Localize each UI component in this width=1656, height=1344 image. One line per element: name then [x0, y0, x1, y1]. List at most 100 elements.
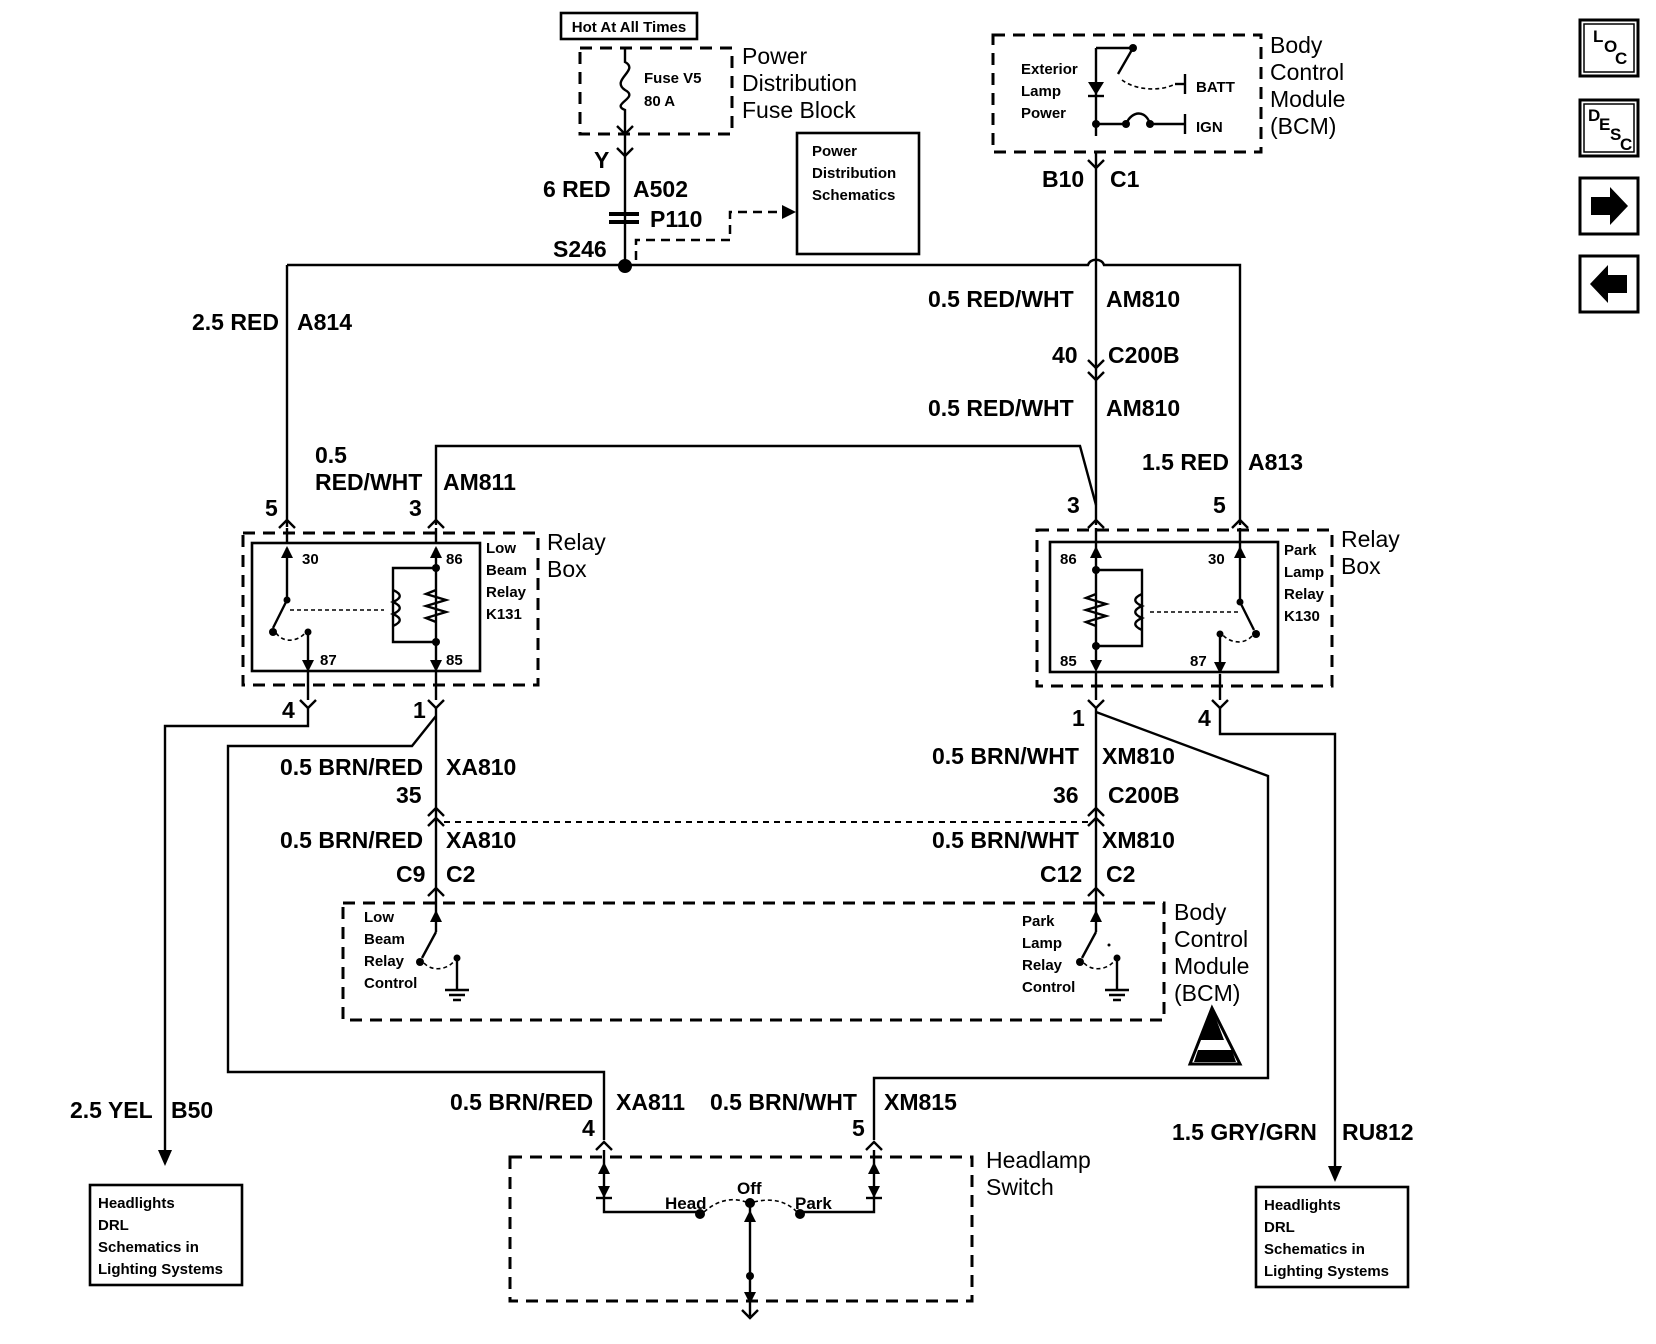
svg-text:Box: Box — [547, 556, 587, 582]
svg-text:Head: Head — [665, 1194, 707, 1213]
connector-c1-label: C1 — [1110, 166, 1140, 192]
svg-text:Module: Module — [1174, 953, 1249, 979]
circuit-a813-label: A813 — [1248, 449, 1303, 475]
svg-text:5: 5 — [265, 495, 278, 521]
svg-text:Fuse V5: Fuse V5 — [644, 70, 702, 87]
hot-at-all-times-label: Hot At All Times — [559, 11, 699, 41]
svg-text:DRL: DRL — [98, 1217, 129, 1234]
svg-text:3: 3 — [1067, 492, 1080, 518]
svg-text:5: 5 — [1213, 492, 1226, 518]
svg-text:Headlamp: Headlamp — [986, 1147, 1091, 1173]
svg-text:4: 4 — [282, 697, 295, 723]
next-page-button[interactable] — [1578, 176, 1640, 236]
svg-text:Power: Power — [742, 43, 808, 69]
prev-page-button[interactable] — [1578, 254, 1640, 314]
park-lamp-relay-k130: 3 5 86 85 30 87 Park Lamp Relay K130 Rel — [1035, 492, 1400, 731]
svg-text:0.5 BRN/RED: 0.5 BRN/RED — [450, 1089, 593, 1115]
splice-s246-label: S246 — [553, 236, 607, 262]
svg-text:Park: Park — [795, 1194, 832, 1213]
svg-text:Headlights: Headlights — [98, 1195, 175, 1212]
svg-text:87: 87 — [320, 652, 337, 669]
wire-am810-gauge: 0.5 RED/WHT — [928, 286, 1074, 312]
svg-text:86: 86 — [1060, 551, 1077, 568]
svg-text:Relay: Relay — [1284, 586, 1325, 603]
left-arrow-icon — [1590, 265, 1627, 303]
svg-text:Module: Module — [1270, 86, 1345, 112]
headlights-drl-ref-left[interactable]: Headlights DRL Schematics in Lighting Sy… — [88, 1183, 244, 1287]
svg-text:Body: Body — [1174, 899, 1227, 925]
bcm-exterior-lamp-power: Exterior Lamp Power BATT IGN Body Contro… — [991, 32, 1345, 154]
wire-am810-gauge-2: 0.5 RED/WHT — [928, 395, 1074, 421]
svg-text:Distribution: Distribution — [742, 70, 857, 96]
circuit-xa810-label: XA810 — [446, 754, 516, 780]
svg-text:Box: Box — [1341, 553, 1381, 579]
svg-text:Switch: Switch — [986, 1174, 1054, 1200]
svg-text:BATT: BATT — [1196, 79, 1235, 96]
svg-text:Beam: Beam — [364, 931, 405, 948]
svg-text:85: 85 — [446, 652, 463, 669]
headlamp-switch: 0.5 BRN/RED XA811 0.5 BRN/WHT XM815 4 5 … — [450, 1089, 1091, 1320]
loc-button[interactable]: L O C — [1578, 18, 1640, 78]
svg-text:P110: P110 — [650, 206, 702, 232]
svg-text:D: D — [1588, 106, 1600, 125]
right-arrow-icon — [1591, 187, 1628, 225]
wire-am811-gauge-1: 0.5 — [315, 442, 347, 468]
svg-text:E: E — [1599, 115, 1610, 134]
connector-c2-left: C2 — [446, 861, 475, 887]
svg-text:Schematics: Schematics — [812, 187, 895, 204]
svg-text:1: 1 — [413, 697, 426, 723]
desc-button[interactable]: D E S C — [1578, 98, 1640, 158]
svg-text:XM815: XM815 — [884, 1089, 957, 1115]
svg-text:C: C — [1620, 135, 1632, 154]
svg-text:Exterior: Exterior — [1021, 61, 1078, 78]
wire-xa810-gauge-2: 0.5 BRN/RED — [280, 827, 423, 853]
svg-text:Schematics in: Schematics in — [1264, 1241, 1365, 1258]
svg-text:Power: Power — [812, 143, 857, 160]
svg-text:Distribution: Distribution — [812, 165, 896, 182]
svg-text:Hot At All Times: Hot At All Times — [572, 19, 686, 36]
power-distribution-fuse-block: Fuse V5 80 A Power Distribution Fuse Blo… — [578, 43, 857, 136]
pin-b10-label: B10 — [1042, 166, 1084, 192]
circuit-xa810-label-2: XA810 — [446, 827, 516, 853]
svg-text:S: S — [1610, 125, 1621, 144]
pin-36-label: 36 — [1053, 782, 1079, 808]
svg-text:Control: Control — [1022, 979, 1075, 996]
circuit-a814-label: A814 — [297, 309, 352, 335]
svg-text:Control: Control — [1270, 59, 1344, 85]
wire-b50-gauge: 2.5 YEL — [70, 1097, 153, 1123]
headlights-drl-ref-right[interactable]: Headlights DRL Schematics in Lighting Sy… — [1254, 1185, 1410, 1289]
svg-text:Control: Control — [364, 975, 417, 992]
power-distribution-schematics-ref[interactable]: Power Distribution Schematics — [795, 131, 921, 256]
svg-text:(BCM): (BCM) — [1174, 980, 1240, 1006]
connector-c200b-top: C200B — [1108, 342, 1180, 368]
svg-text:Park: Park — [1284, 542, 1317, 559]
circuit-xm810-label-2: XM810 — [1102, 827, 1175, 853]
circuit-am811-label: AM811 — [443, 469, 516, 495]
circuit-xm810-label: XM810 — [1102, 743, 1175, 769]
connector-y-label: Y — [594, 147, 609, 173]
pin-c12-label: C12 — [1040, 861, 1082, 887]
svg-text:Relay: Relay — [486, 584, 527, 601]
svg-text:DRL: DRL — [1264, 1219, 1295, 1236]
svg-text:86: 86 — [446, 551, 463, 568]
wire-a813-gauge: 1.5 RED — [1142, 449, 1229, 475]
connector-c2-right: C2 — [1106, 861, 1135, 887]
wire-a814-gauge: 2.5 RED — [192, 309, 279, 335]
svg-text:IGN: IGN — [1196, 119, 1223, 136]
svg-text:L: L — [1593, 27, 1603, 46]
wire-xa810-gauge: 0.5 BRN/RED — [280, 754, 423, 780]
svg-text:Relay: Relay — [1022, 957, 1063, 974]
svg-text:1: 1 — [1072, 705, 1085, 731]
svg-text:Lamp: Lamp — [1021, 83, 1061, 100]
svg-text:Low: Low — [486, 540, 516, 557]
svg-text:O: O — [1604, 37, 1617, 56]
svg-text:Lighting Systems: Lighting Systems — [98, 1261, 223, 1278]
p110-ground: P110 — [609, 206, 702, 232]
circuit-am810-label: AM810 — [1106, 286, 1180, 312]
svg-text:30: 30 — [302, 551, 319, 568]
svg-text:85: 85 — [1060, 653, 1077, 670]
wire-xm810-gauge: 0.5 BRN/WHT — [932, 743, 1079, 769]
svg-text:Control: Control — [1174, 926, 1248, 952]
svg-text:K130: K130 — [1284, 608, 1320, 625]
